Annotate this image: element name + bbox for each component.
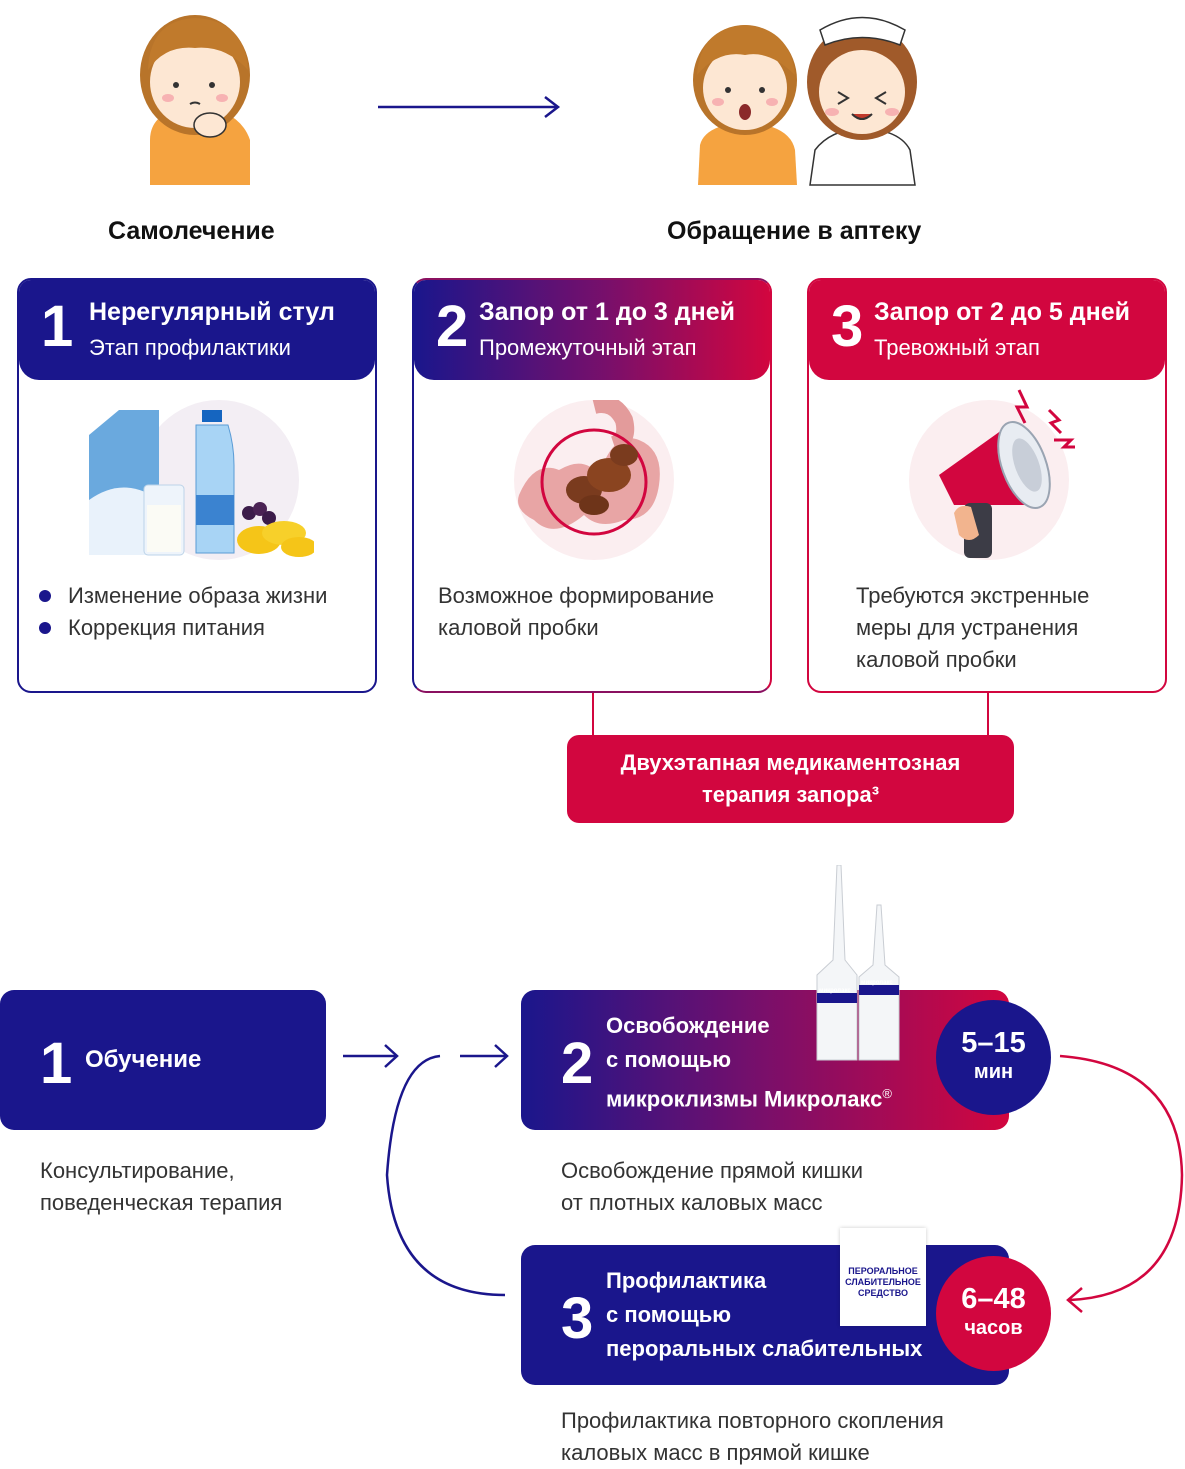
stage-number: 3 xyxy=(831,294,864,359)
connector-line xyxy=(987,693,989,736)
stage-card-header: 2 Запор от 1 до 3 дней Промежуточный эта… xyxy=(414,280,770,380)
flow-stage-2: 2 Освобождение с помощью микроклизмы Мик… xyxy=(521,990,1009,1130)
stage-title: Профилактика с помощью пероральных слаби… xyxy=(606,1268,923,1361)
arrow-left-icon xyxy=(1066,1287,1083,1313)
stage-description: Профилактика повторного скопления каловы… xyxy=(561,1408,944,1465)
list-item: Изменение образа жизни xyxy=(39,580,327,612)
stage-number: 1 xyxy=(40,1031,73,1096)
stage-title: Запор от 1 до 3 дней xyxy=(479,298,736,326)
stage-subtitle: Промежуточный этап xyxy=(479,335,697,360)
self-treatment-heading: Самолечение xyxy=(108,217,275,245)
stage-subtitle: Тревожный этап xyxy=(874,335,1040,360)
arrow-right-icon xyxy=(460,1044,509,1068)
stage-title: Освобождение с помощью микроклизмы Микро… xyxy=(606,1013,892,1112)
flow-stage-1: 1 Обучение xyxy=(0,990,326,1130)
top-illustration xyxy=(0,15,1185,186)
stage-card-header: 1 Нерегулярный стул Этап профилактики xyxy=(19,280,375,380)
stage-title: Нерегулярный стул xyxy=(89,298,335,326)
time-badge: 5–15 мин xyxy=(936,1000,1051,1115)
worried-girl-illustration xyxy=(693,25,797,185)
intestine-illustration xyxy=(518,400,660,536)
pharmacist-illustration xyxy=(807,16,917,186)
stage-title: Обучение xyxy=(85,1046,202,1073)
stage-title: Запор от 2 до 5 дней xyxy=(874,298,1131,326)
bullet-icon xyxy=(39,590,51,602)
arrow-right-icon xyxy=(378,96,561,118)
bullet-list: Изменение образа жизни Коррекция питания xyxy=(39,580,327,644)
stage-card-3: 3 Запор от 2 до 5 дней Тревожный этап Тр… xyxy=(807,278,1167,693)
stage-description: Возможное формирование каловой пробки xyxy=(438,583,715,640)
stage-description: Требуются экстренные меры для устранения… xyxy=(856,583,1090,672)
cycle-arrow-left xyxy=(385,1054,506,1297)
stage-description: Освобождение прямой кишки от плотных кал… xyxy=(561,1158,864,1215)
stage-number: 2 xyxy=(561,1031,594,1096)
laxative-box-image: ПЕРОРАЛЬНОЕ СЛАБИТЕЛЬНОЕ СРЕДСТВО xyxy=(840,1228,926,1326)
flow-arrows xyxy=(343,1044,1184,1313)
stage-card-2: 2 Запор от 1 до 3 дней Промежуточный эта… xyxy=(412,278,772,693)
bullet-icon xyxy=(39,622,51,634)
thinking-girl-illustration xyxy=(140,15,250,185)
flow-stage-3: 3 Профилактика с помощью пероральных сла… xyxy=(521,1245,1009,1385)
stage-number: 2 xyxy=(436,294,469,359)
stage-card-1: 1 Нерегулярный стул Этап профилактики Из… xyxy=(17,278,377,693)
pharmacy-heading: Обращение в аптеку xyxy=(667,217,922,245)
connector-line xyxy=(592,693,594,736)
stage-description: Консультирование, поведенческая терапия xyxy=(40,1158,283,1215)
time-badge: 6–48 часов xyxy=(936,1256,1051,1371)
microlax-product-image: микролакс микролакс xyxy=(815,865,915,1065)
megaphone-icon xyxy=(939,389,1075,558)
stage-number: 1 xyxy=(41,294,74,359)
therapy-box: Двухэтапная медикаментозная терапия запо… xyxy=(567,735,1014,823)
arrow-right-icon xyxy=(343,1044,399,1068)
food-and-water-illustration xyxy=(89,410,314,557)
stage-subtitle: Этап профилактики xyxy=(89,335,291,360)
stage-number: 3 xyxy=(561,1286,594,1351)
cycle-arrow-right xyxy=(1059,1054,1184,1302)
stage-card-header: 3 Запор от 2 до 5 дней Тревожный этап xyxy=(809,280,1165,380)
list-item: Коррекция питания xyxy=(39,612,327,644)
